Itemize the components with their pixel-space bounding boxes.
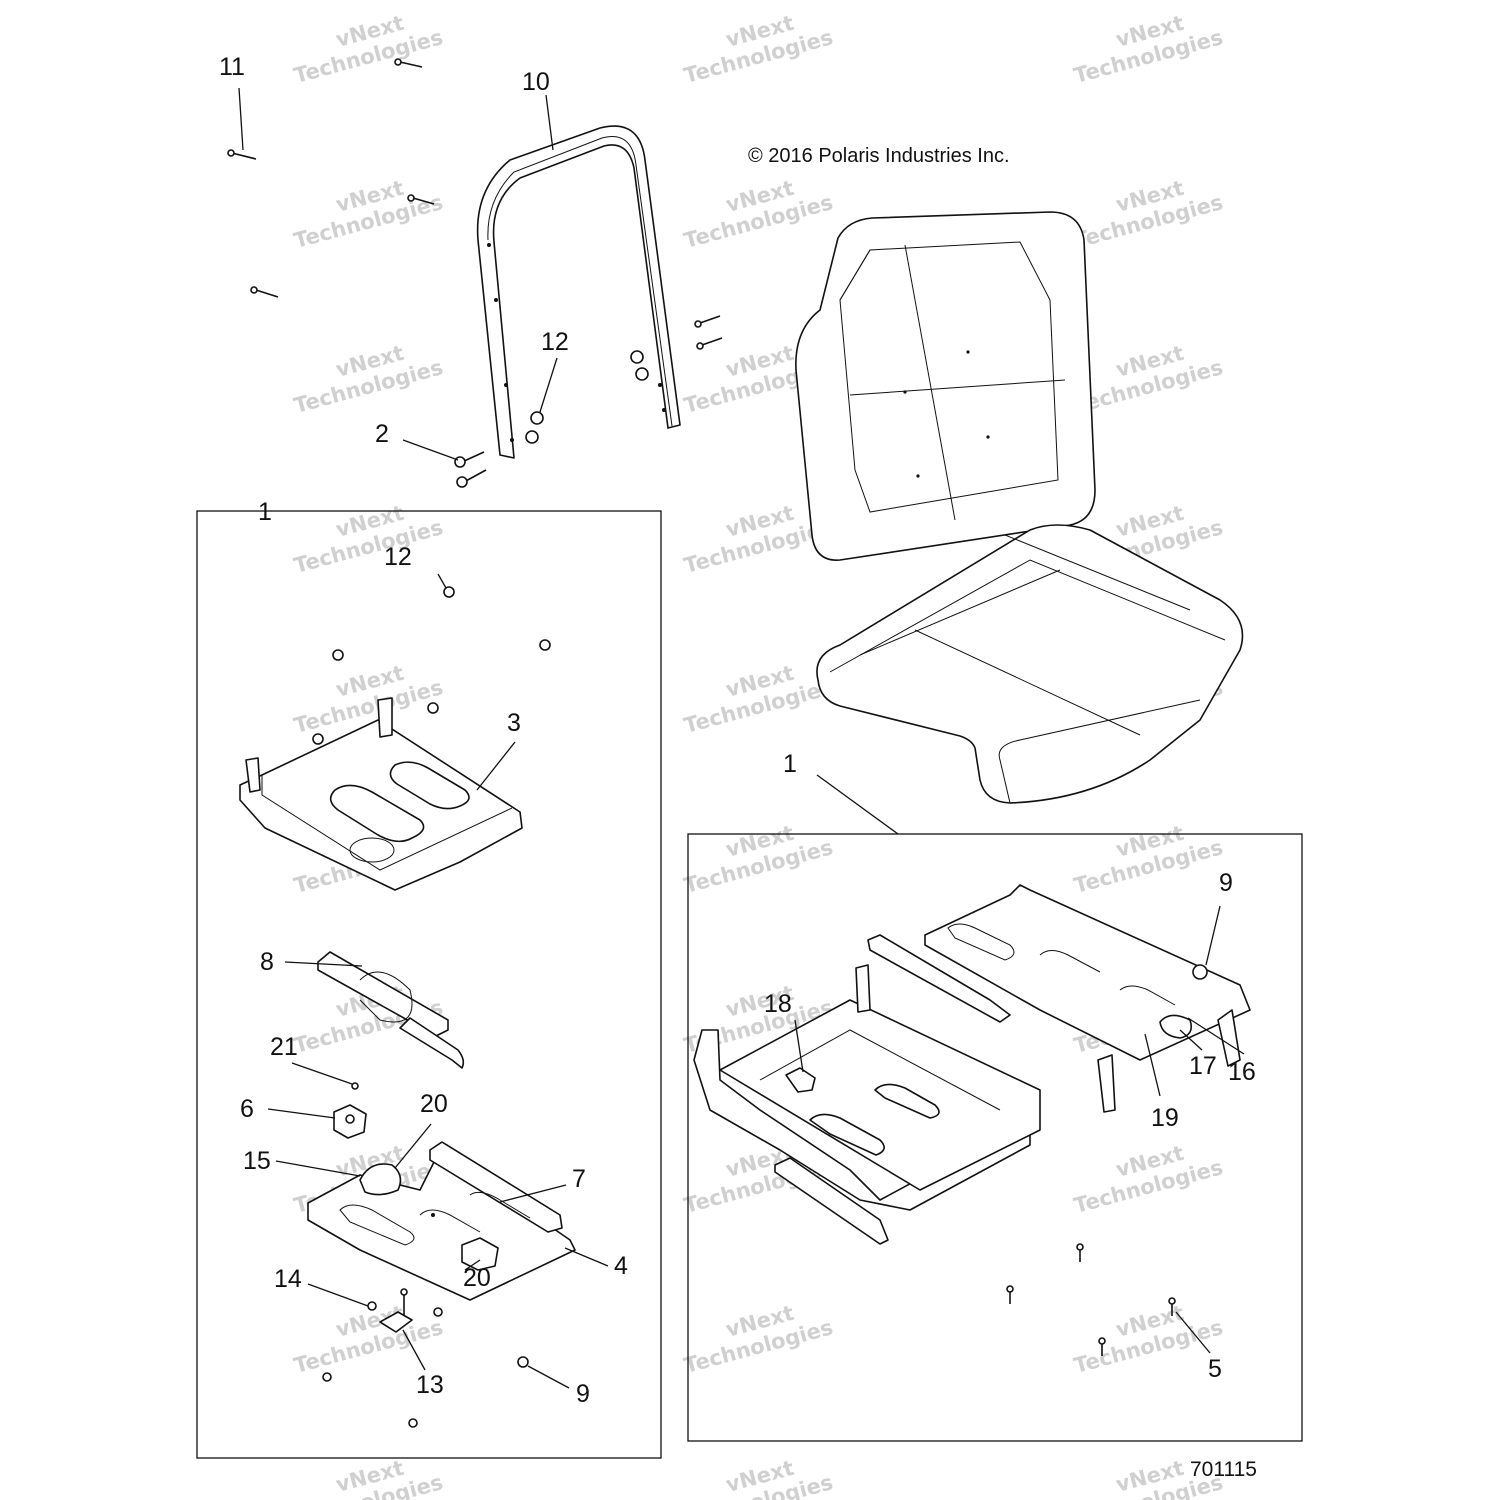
leader-lines <box>238 87 1245 1389</box>
seat-slide-rail-part-8 <box>317 951 465 1069</box>
spacer-block-part-6 <box>333 1082 367 1139</box>
callout-2: 2 <box>375 420 389 448</box>
bolt-group-right <box>1006 1243 1176 1356</box>
callout-8: 8 <box>260 948 274 976</box>
assembled-seat-base <box>693 884 1251 1245</box>
callout-13: 13 <box>416 1371 444 1399</box>
callout-3: 3 <box>507 709 521 737</box>
callout-5: 5 <box>1208 1355 1222 1383</box>
copyright-text: © 2016 Polaris Industries Inc. <box>748 145 1010 167</box>
drawing-number: 701115 <box>1190 1458 1257 1481</box>
callout-19: 19 <box>1151 1104 1179 1132</box>
callout-20-top: 20 <box>420 1090 448 1118</box>
callout-21: 21 <box>270 1033 298 1061</box>
callout-9-left: 9 <box>576 1380 590 1408</box>
seat-base-plate-part-3 <box>239 697 523 891</box>
kit-boundary-left <box>196 510 662 1459</box>
latch-part-13 <box>322 1288 529 1428</box>
roll-bar-part <box>476 125 681 459</box>
callout-18: 18 <box>764 990 792 1018</box>
callout-15: 15 <box>243 1147 271 1175</box>
callout-12-top: 12 <box>541 328 569 356</box>
callout-17: 17 <box>1189 1052 1217 1080</box>
seat-mount-plate-part-4 <box>307 1141 576 1301</box>
seat-bottom-cushion <box>816 524 1244 804</box>
callout-1-right: 1 <box>783 750 797 778</box>
callout-14: 14 <box>274 1265 302 1293</box>
callout-6: 6 <box>240 1095 254 1123</box>
seat-back-cushion <box>795 211 1096 561</box>
callout-1-left: 1 <box>258 498 272 526</box>
callout-16: 16 <box>1228 1058 1256 1086</box>
callout-labels: 11 10 12 2 1 12 3 8 21 6 20 15 7 4 20 14… <box>219 53 1256 1408</box>
nut-group-upper <box>525 350 649 444</box>
callout-4: 4 <box>614 1252 628 1280</box>
callout-11: 11 <box>219 53 245 81</box>
callout-9-right: 9 <box>1219 869 1233 897</box>
nut-group-left <box>312 586 551 745</box>
callout-12-left: 12 <box>384 543 412 571</box>
kit-boundary-right <box>687 833 1303 1442</box>
callout-7: 7 <box>572 1165 586 1193</box>
callout-20-bottom: 20 <box>463 1264 491 1292</box>
callout-10: 10 <box>522 68 550 96</box>
